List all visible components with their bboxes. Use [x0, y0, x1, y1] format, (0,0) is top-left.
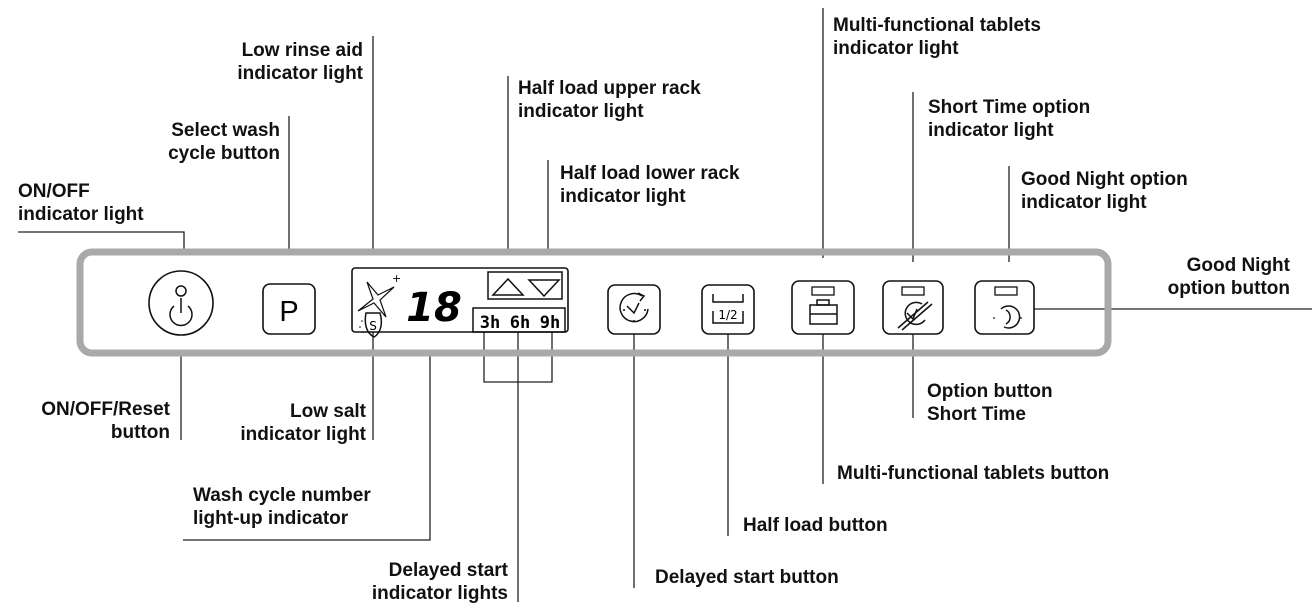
good-night-indicator-lamp — [994, 286, 1018, 296]
salt-icon: S — [359, 312, 383, 338]
cycle-number-digits: 18 — [406, 285, 462, 331]
program-letter: P — [279, 296, 298, 328]
clock-icon — [619, 292, 649, 323]
delay-3h: 3h — [480, 313, 500, 333]
delay-9h: 9h — [540, 313, 560, 333]
half-load-button[interactable]: 1/2 — [701, 284, 755, 335]
svg-text:+: + — [392, 272, 401, 285]
label-delayed-start-button: Delayed start button — [655, 567, 839, 588]
short-time-icon — [897, 301, 933, 331]
multi-tablets-indicator-lamp — [811, 286, 835, 296]
short-time-option-button[interactable] — [882, 280, 944, 335]
tablet-icon — [809, 299, 838, 325]
half-load-indicator-box — [487, 271, 563, 300]
display-window: + S 18 3h 6h 9h — [351, 267, 569, 338]
delayed-start-button[interactable] — [607, 284, 661, 335]
select-wash-cycle-button[interactable]: P — [262, 283, 316, 335]
good-night-option-button[interactable] — [974, 280, 1035, 335]
up-triangle-icon — [491, 277, 525, 296]
half-load-icon — [712, 294, 744, 303]
svg-text:1/2: 1/2 — [718, 308, 737, 322]
delay-6h: 6h — [510, 313, 530, 333]
short-time-indicator-lamp — [901, 286, 925, 296]
on-off-reset-button[interactable] — [148, 270, 214, 336]
down-triangle-icon — [527, 279, 561, 298]
label-multi-tablets-button: Multi-functional tablets button — [837, 463, 1110, 484]
power-icon — [169, 305, 193, 327]
on-off-indicator-lamp — [175, 285, 187, 297]
svg-text:S: S — [369, 319, 377, 333]
sparkle-icon — [357, 281, 395, 318]
control-panel-frame — [76, 248, 1112, 357]
label-half-load-button: Half load button — [743, 515, 888, 536]
multi-functional-tablets-button[interactable] — [791, 280, 855, 335]
moon-icon — [993, 305, 1022, 329]
